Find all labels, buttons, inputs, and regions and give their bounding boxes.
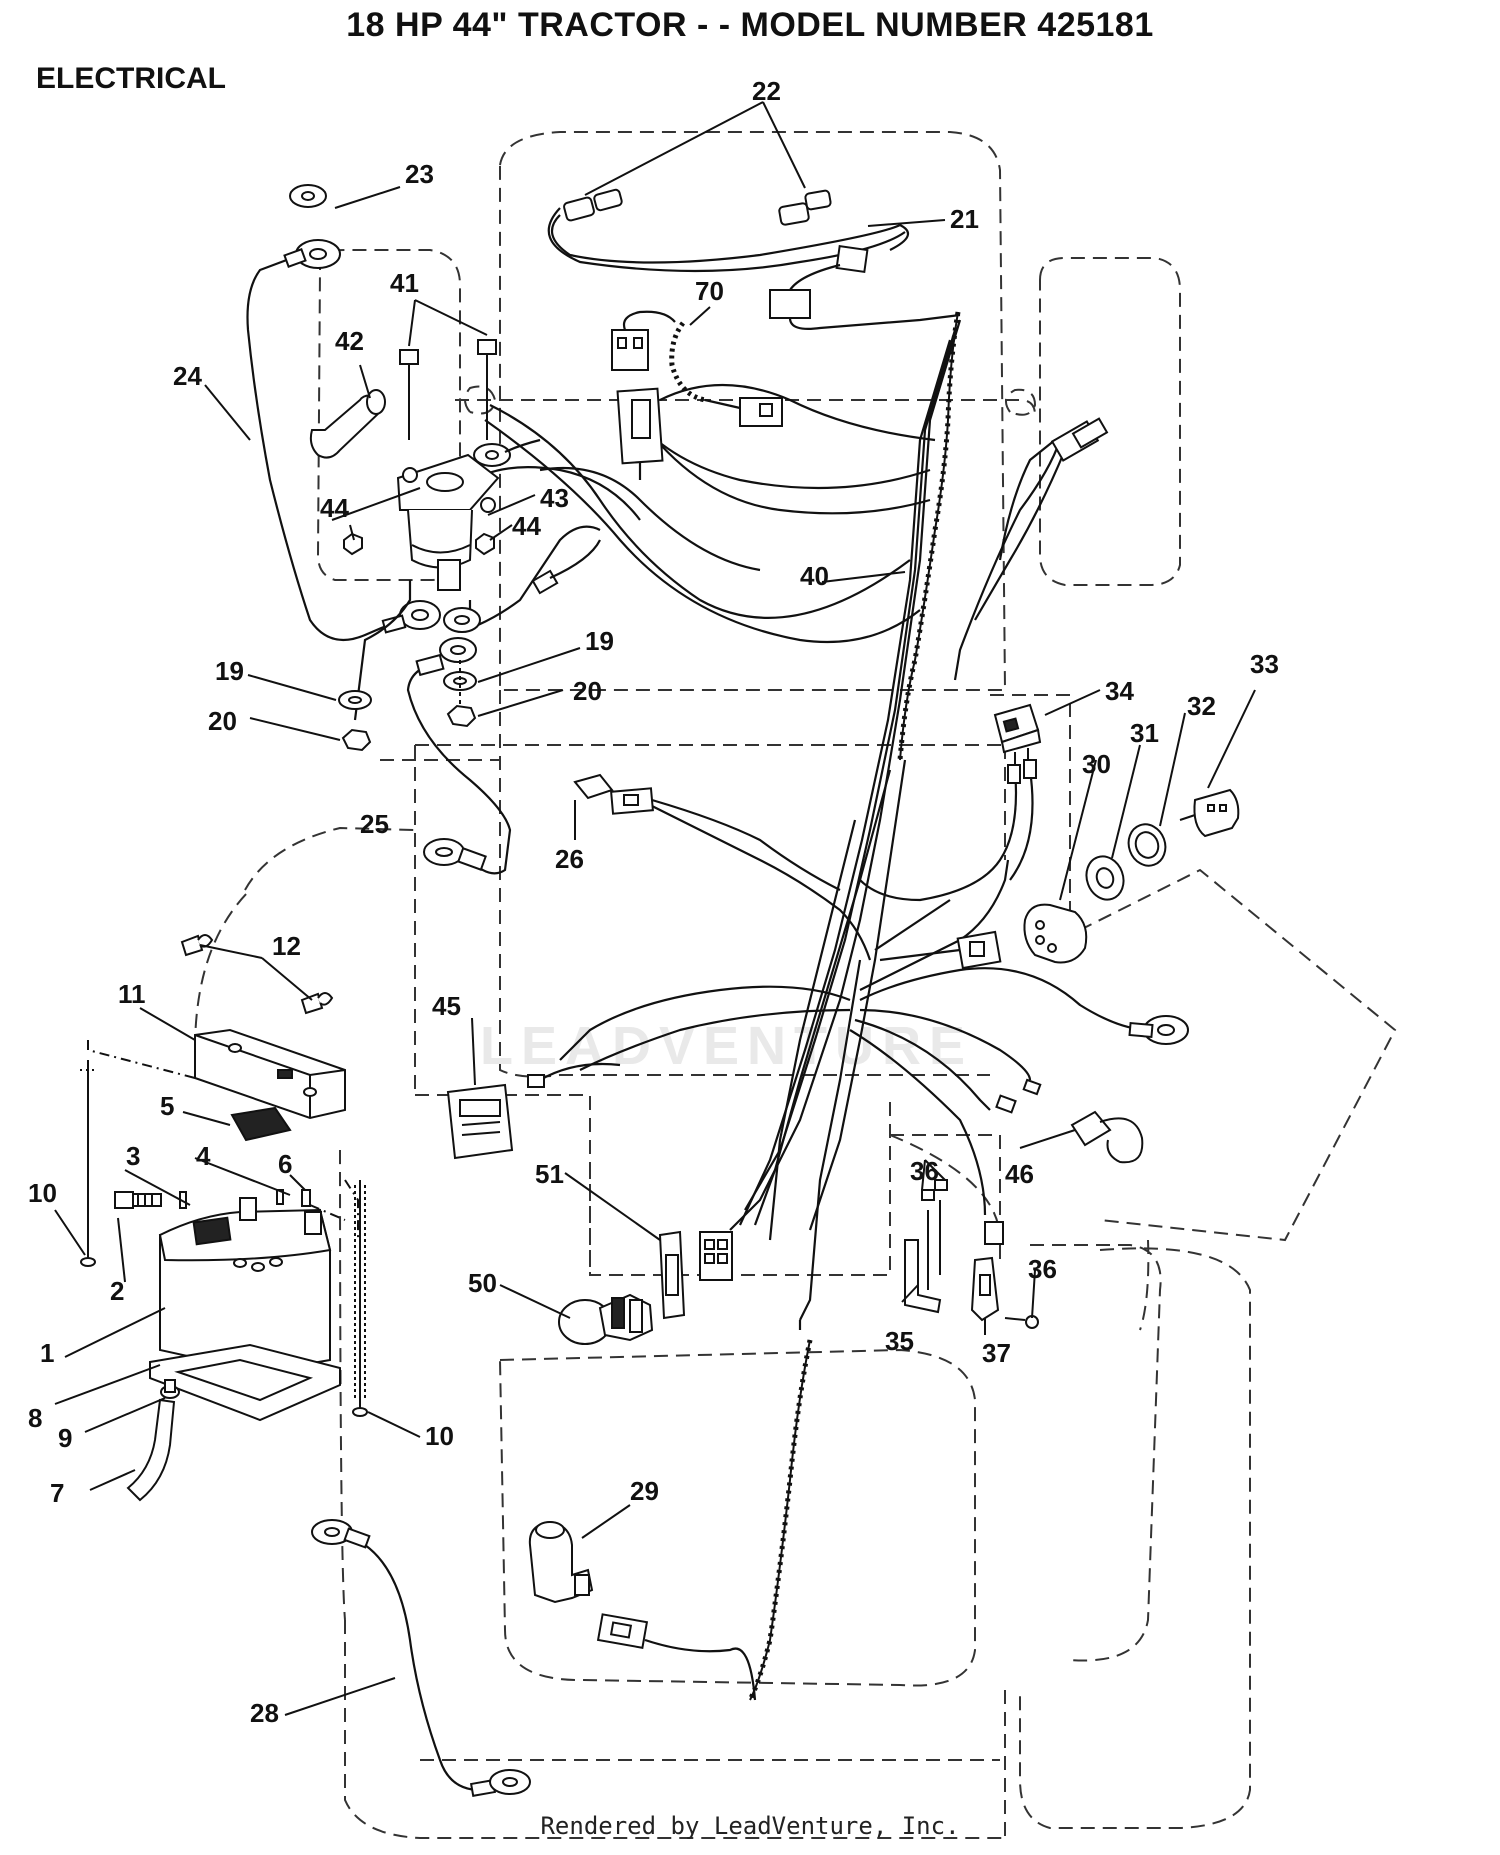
callout-numbers: 1 2 3 4 5 6 7 8 9 10 10 11 12 19 19 20 2… xyxy=(28,76,1279,1728)
seat-switch-connector xyxy=(1050,417,1109,462)
callout-25: 25 xyxy=(360,809,389,839)
callout-42: 42 xyxy=(335,326,364,356)
callout-1: 1 xyxy=(40,1338,54,1368)
callout-70: 70 xyxy=(695,276,724,306)
callout-29: 29 xyxy=(630,1476,659,1506)
callout-23: 23 xyxy=(405,159,434,189)
callout-5: 5 xyxy=(160,1091,174,1121)
wing-nuts-12 xyxy=(180,934,334,1015)
starter-solenoid-43 xyxy=(396,453,500,591)
terminal-cover-5 xyxy=(230,1106,292,1142)
callout-51: 51 xyxy=(535,1159,564,1189)
callout-44-left: 44 xyxy=(320,493,349,523)
elbow-9 xyxy=(160,1379,180,1399)
cable-28 xyxy=(311,1519,531,1797)
callout-6: 6 xyxy=(278,1149,292,1179)
callout-30: 30 xyxy=(1082,749,1111,779)
watermark: LEADVENTURE xyxy=(480,1016,974,1076)
callout-8: 8 xyxy=(28,1403,42,1433)
connector-51 xyxy=(658,1230,733,1320)
fuse-holder-26 xyxy=(573,773,841,891)
pto-switch-50 xyxy=(558,1293,654,1345)
callout-50: 50 xyxy=(468,1268,497,1298)
callout-43: 43 xyxy=(540,483,569,513)
callout-36-right: 36 xyxy=(1028,1254,1057,1284)
hold-down-bracket-11 xyxy=(194,1028,346,1120)
pto-clutch-29 xyxy=(528,1520,757,1701)
callout-44-right: 44 xyxy=(512,511,541,541)
connector-70 xyxy=(611,310,783,480)
callout-20-left: 20 xyxy=(208,706,237,736)
bulb-socket-46 xyxy=(1070,1110,1144,1164)
solenoid-leads xyxy=(353,438,601,721)
callout-22: 22 xyxy=(752,76,781,106)
callout-36-top: 36 xyxy=(910,1156,939,1186)
callout-41: 41 xyxy=(390,268,419,298)
callout-33: 33 xyxy=(1250,649,1279,679)
callout-24: 24 xyxy=(173,361,202,391)
battery-tray-8 xyxy=(149,1343,341,1422)
main-wiring-harness xyxy=(464,319,1151,1330)
nut-31 xyxy=(1085,855,1125,901)
callout-9: 9 xyxy=(58,1423,72,1453)
callout-28: 28 xyxy=(250,1698,279,1728)
callout-4: 4 xyxy=(196,1141,211,1171)
frame-outline xyxy=(194,131,1397,1839)
terminal-bolt-2 xyxy=(114,1191,162,1209)
callout-21: 21 xyxy=(950,204,979,234)
callout-32: 32 xyxy=(1187,691,1216,721)
switch-37 xyxy=(970,1221,1039,1329)
washer-23 xyxy=(289,184,327,208)
vent-tube-7 xyxy=(126,1398,176,1502)
callout-19-right: 19 xyxy=(585,626,614,656)
render-credit-footer: Rendered by LeadVenture, Inc. xyxy=(540,1812,960,1840)
bezel-32 xyxy=(1127,823,1167,867)
page-title: 18 HP 44" TRACTOR - - MODEL NUMBER 42518… xyxy=(346,6,1154,44)
ground-ring-terminal xyxy=(995,1015,1189,1114)
callout-leader-lines xyxy=(54,101,1256,1716)
callout-11: 11 xyxy=(118,979,146,1009)
callout-37: 37 xyxy=(982,1338,1011,1368)
ignition-switch-30 xyxy=(1023,903,1088,964)
connector-center xyxy=(879,930,1002,970)
callout-7: 7 xyxy=(50,1478,64,1508)
cable-25 xyxy=(406,653,512,875)
callout-19-left: 19 xyxy=(215,656,244,686)
harness-conduit-coil xyxy=(669,311,961,1702)
callout-26: 26 xyxy=(555,844,584,874)
callout-12: 12 xyxy=(272,931,301,961)
solenoid-bolts-41 xyxy=(399,339,497,440)
callout-46: 46 xyxy=(1005,1159,1034,1189)
hold-down-bolts-10 xyxy=(80,1060,368,1417)
callout-10-left: 10 xyxy=(28,1178,57,1208)
callout-3: 3 xyxy=(126,1141,140,1171)
section-heading: ELECTRICAL xyxy=(36,62,226,95)
headlight-harness xyxy=(547,188,961,330)
callout-45: 45 xyxy=(432,991,461,1021)
hour-meter-45 xyxy=(446,1062,621,1160)
bracket-35 xyxy=(904,1179,948,1314)
light-switch-34 xyxy=(993,703,1042,784)
washers-nuts-19-20 xyxy=(338,660,477,752)
callout-2: 2 xyxy=(110,1276,124,1306)
terminal-boot-42 xyxy=(309,389,386,459)
callout-40: 40 xyxy=(800,561,829,591)
callout-20-right: 20 xyxy=(573,676,602,706)
battery-1 xyxy=(158,1197,332,1374)
callout-10-right: 10 xyxy=(425,1421,454,1451)
callout-31: 31 xyxy=(1130,718,1159,748)
key-33 xyxy=(1179,788,1240,838)
callout-35: 35 xyxy=(885,1326,914,1356)
cable-24 xyxy=(246,239,441,642)
battery-phantom-lines xyxy=(87,1040,359,1240)
callout-34: 34 xyxy=(1105,676,1134,706)
